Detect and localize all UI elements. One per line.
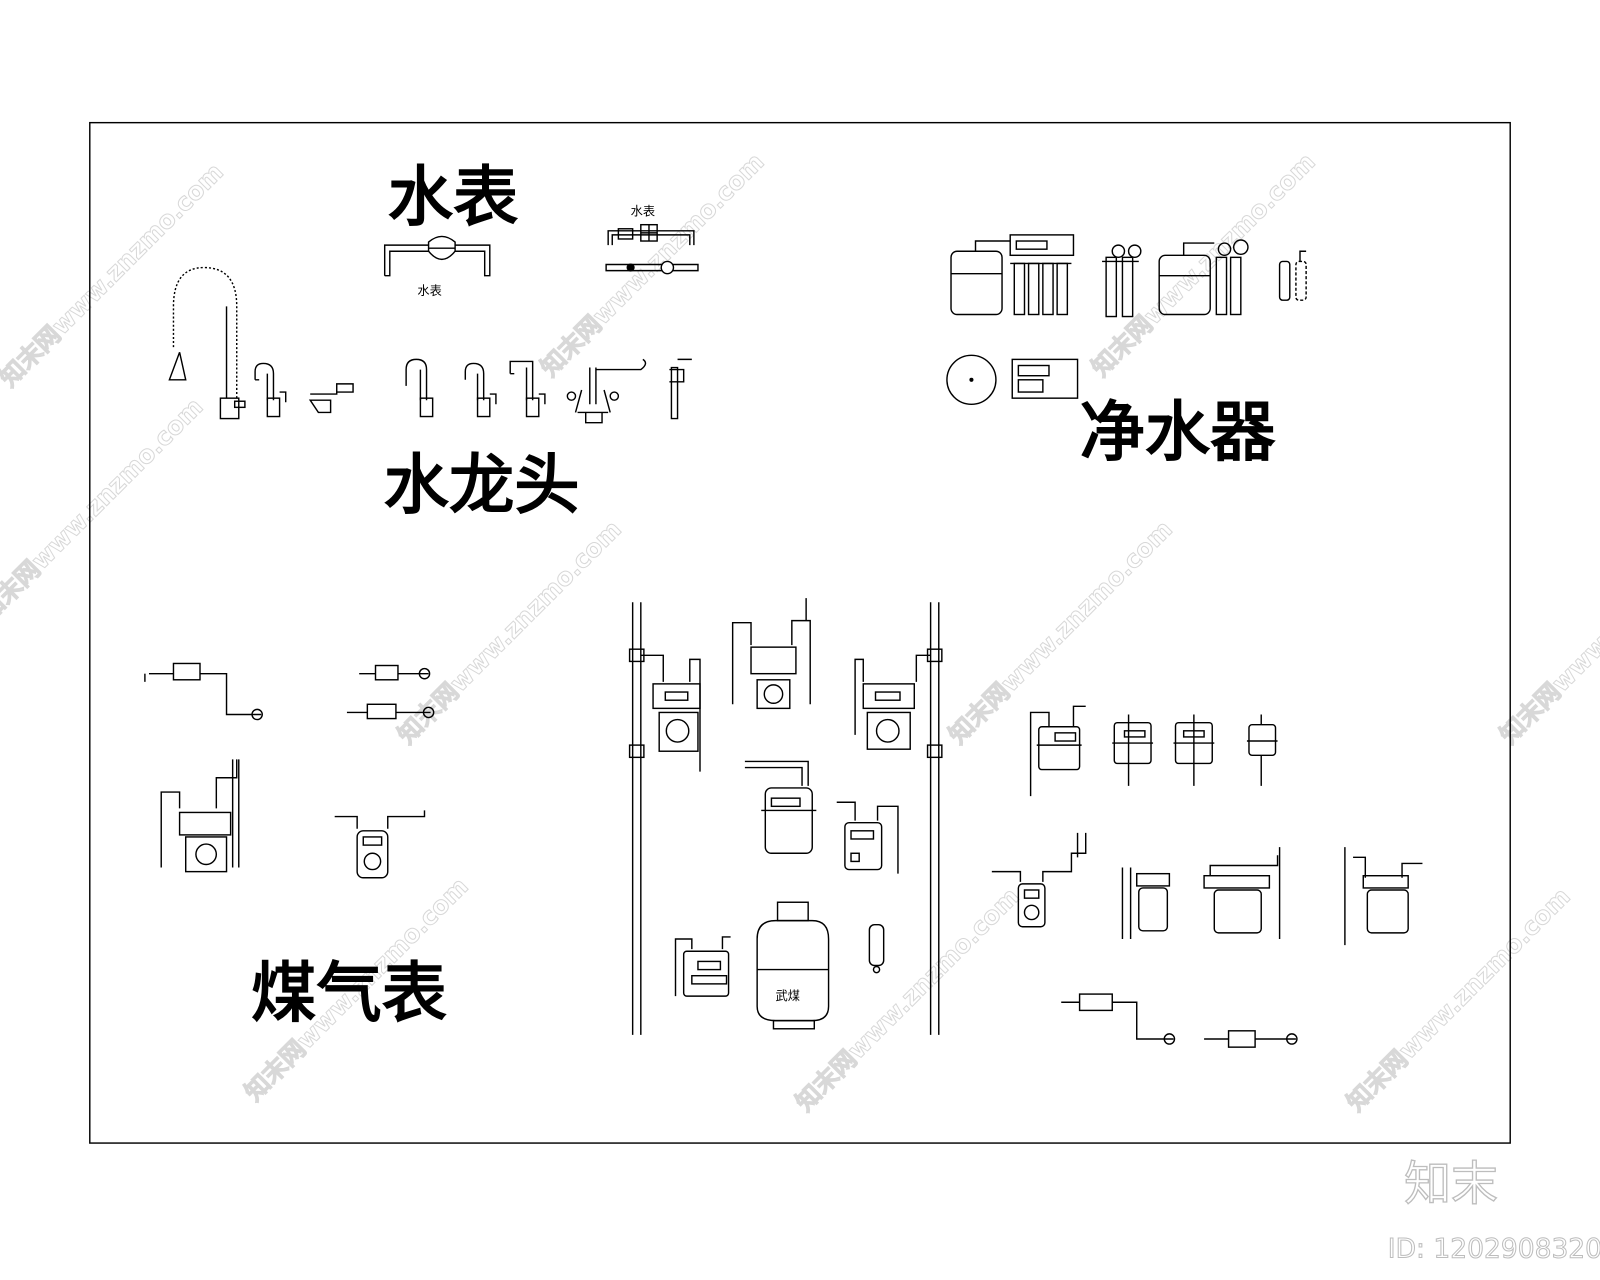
gas-meter-center-5 [836, 801, 899, 874]
watermark: 知末网www.znzmo.com [1086, 147, 1321, 382]
faucet-row [405, 358, 692, 424]
watermark: 知末网www.znzmo.com [790, 882, 1025, 1117]
water-meter-symbol-2: 水表 [605, 205, 699, 275]
water-purifier-cartridges [1278, 250, 1307, 301]
gas-meters-right-row-3 [1061, 993, 1298, 1048]
gas-filter [868, 923, 885, 974]
brand-logo: 知末 [1404, 1157, 1498, 1212]
faucet-wall [308, 383, 354, 414]
gas-meter-center-3 [854, 654, 931, 750]
watermark: 知末网www.znzmo.com [943, 514, 1178, 749]
faucet-pull-out [168, 266, 246, 420]
section-title-faucet: 水龙头 [384, 447, 580, 523]
gas-cylinder-label: 武煤 [776, 989, 800, 1003]
gas-cylinder: 武煤 [756, 901, 830, 1030]
drawing-frame [89, 121, 1511, 1144]
watermarks: 知末网www.znzmo.com 知末网www.znzmo.com 知末网www… [0, 147, 1600, 1118]
water-meter-label: 水表 [417, 284, 441, 298]
gas-meter-center-4 [744, 760, 817, 854]
water-purifier-tank-2 [1158, 239, 1249, 316]
watermark: 知末网www.znzmo.com [1341, 882, 1576, 1117]
water-meter-symbol-1: 水表 [383, 235, 491, 298]
gas-meter-center-2 [731, 598, 811, 710]
image-id: ID: 1202908320 [1388, 1233, 1600, 1264]
water-purifier-unit-1 [1009, 234, 1075, 316]
water-meter-label: 水表 [631, 205, 655, 219]
section-title-gas-meter: 煤气表 [251, 956, 448, 1032]
gas-meter-3 [160, 759, 240, 873]
watermark: 知末网www.znzmo.com [392, 514, 627, 749]
gas-meter-pipe-2 [346, 664, 435, 720]
watermark: 知末网www.znzmo.com [0, 157, 229, 392]
gas-riser-pipes [628, 602, 943, 1035]
water-purifier-unit-2 [1102, 244, 1142, 318]
water-purifier-tank-1 [950, 240, 1011, 316]
faucet-gooseneck [254, 362, 287, 418]
water-purifier-top-view [946, 354, 1079, 406]
gas-meter-center-6 [674, 936, 731, 997]
section-title-water-purifier: 净水器 [1080, 394, 1277, 470]
gas-meters-right-row-2 [991, 832, 1423, 946]
gas-meter-center-1 [640, 654, 701, 772]
gas-meter-pipe-1 [144, 662, 263, 721]
section-title-water-meter: 水表 [388, 160, 519, 236]
gas-meter-4 [334, 810, 426, 879]
gas-meters-right-row-1 [1029, 705, 1278, 797]
watermark: 知末网www.znzmo.com [0, 392, 208, 627]
